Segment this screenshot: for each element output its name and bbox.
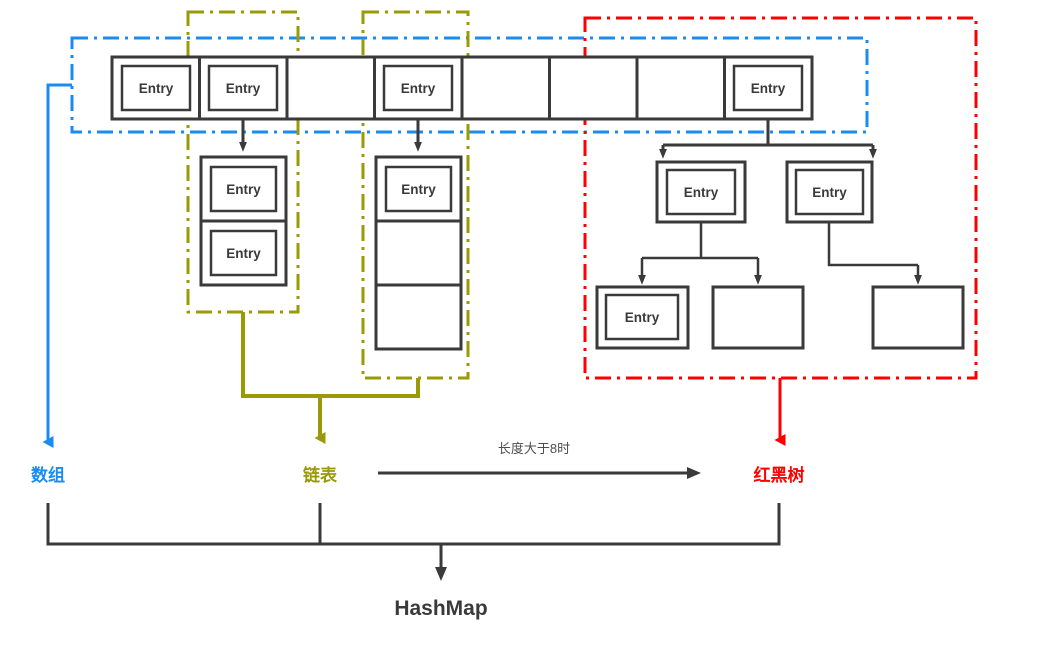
category-label-red-black-tree: 红黑树 <box>754 465 805 485</box>
tree-node-level2-2[interactable] <box>871 285 965 350</box>
tree-connectors-level2 <box>638 222 922 285</box>
diagram-title: HashMap <box>394 597 487 620</box>
entry-node <box>120 64 192 112</box>
tree-node-frame <box>711 285 805 350</box>
entry-node-label: Entry <box>139 81 174 96</box>
linked-list-2-node-0[interactable]: Entry <box>384 165 453 213</box>
entry-node <box>794 168 865 216</box>
category-label-array: 数组 <box>31 465 65 485</box>
bucket-cell-0[interactable]: Entry <box>120 64 192 112</box>
entry-node <box>604 293 680 341</box>
linked-list-1-node-1[interactable]: Entry <box>209 229 278 277</box>
tree-connectors-level1 <box>659 119 877 159</box>
entry-node <box>384 165 453 213</box>
transition-condition-label: 长度大于8时 <box>498 441 570 456</box>
bucket-cell-3[interactable]: Entry <box>382 64 454 112</box>
leader-line-linked-list <box>241 312 320 398</box>
entry-node <box>382 64 454 112</box>
entry-node-label: Entry <box>751 81 786 96</box>
leader-line-array <box>42 83 72 448</box>
entry-node <box>207 64 279 112</box>
entry-node-label: Entry <box>226 246 261 261</box>
linked-list-1: Entry Entry <box>199 155 288 287</box>
entry-node-label: Entry <box>625 310 660 325</box>
entry-node-label: Entry <box>226 81 261 96</box>
category-label-linked-list: 链表 <box>303 465 338 485</box>
tree-node-frame <box>871 285 965 350</box>
entry-node <box>209 165 278 213</box>
linked-list-2: Entry <box>374 155 463 351</box>
entry-node-label: Entry <box>401 81 436 96</box>
linked-list-1-node-0[interactable]: Entry <box>209 165 278 213</box>
entry-node <box>209 229 278 277</box>
entry-node-label: Entry <box>401 182 436 197</box>
tree-node-level2-1[interactable] <box>711 285 805 350</box>
bucket-cell-7[interactable]: Entry <box>732 64 804 112</box>
entry-node-label: Entry <box>226 182 261 197</box>
group-outline-red-black-tree <box>583 16 978 380</box>
bucket-cell-1[interactable]: Entry <box>207 64 279 112</box>
tree-node-level1-0[interactable]: Entry <box>655 160 747 224</box>
hashmap-aggregation-connector <box>46 503 781 581</box>
entry-node-label: Entry <box>812 185 847 200</box>
entry-node <box>732 64 804 112</box>
entry-node-label: Entry <box>684 185 719 200</box>
tree-node-level1-1[interactable]: Entry <box>785 160 874 224</box>
tree-node-level2-0[interactable]: Entry <box>595 285 690 350</box>
bucket-array: Entry Entry Entry Entry <box>110 55 814 121</box>
leader-line-linked-list-2 <box>320 378 420 398</box>
entry-node <box>665 168 737 216</box>
group-outline-linked-list-2 <box>361 10 470 380</box>
